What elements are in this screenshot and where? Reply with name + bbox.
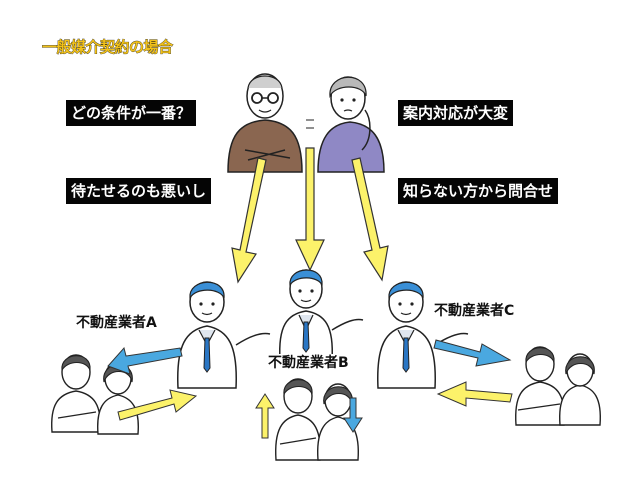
arrow-customers-to-agent-b [255, 393, 275, 439]
arrow-to-agent-a [231, 157, 267, 284]
customers-right-figure [515, 346, 601, 426]
yellow-return-arrows [117, 381, 513, 439]
agent-b-label: 不動産業者B [266, 354, 351, 372]
agent-a-figure [177, 281, 271, 389]
customers-center-figure [275, 378, 359, 461]
speech-waiting-bad: 待たせるのも悪いし [66, 178, 212, 204]
customers-left-figure [51, 354, 139, 435]
seller-to-agents-arrows [231, 147, 389, 284]
arrow-agent-b-to-customers [343, 397, 363, 433]
speech-guide-hard: 案内対応が大変 [398, 100, 514, 126]
arrow-agent-c-to-customers [433, 339, 512, 367]
elderly-woman-figure [317, 76, 385, 173]
arrow-customers-to-agent-a [117, 389, 198, 421]
arrow-agent-a-to-customers [107, 346, 183, 375]
arrow-to-agent-b [295, 147, 325, 272]
agent-c-label: 不動産業者C [432, 302, 517, 320]
agent-a-label: 不動産業者A [74, 314, 159, 332]
elderly-man-figure [227, 73, 303, 173]
blue-arrows [107, 339, 512, 433]
agent-c-figure [377, 281, 469, 389]
agent-b-figure [278, 269, 364, 361]
arrow-customers-to-agent-c [436, 381, 513, 407]
speech-unknown-inquiry: 知らない方から問合せ [398, 178, 559, 204]
page-title: 一般媒介契約の場合 [42, 38, 174, 57]
speech-which-best: どの条件が一番？ [66, 100, 197, 126]
arrow-to-agent-c [351, 157, 389, 282]
